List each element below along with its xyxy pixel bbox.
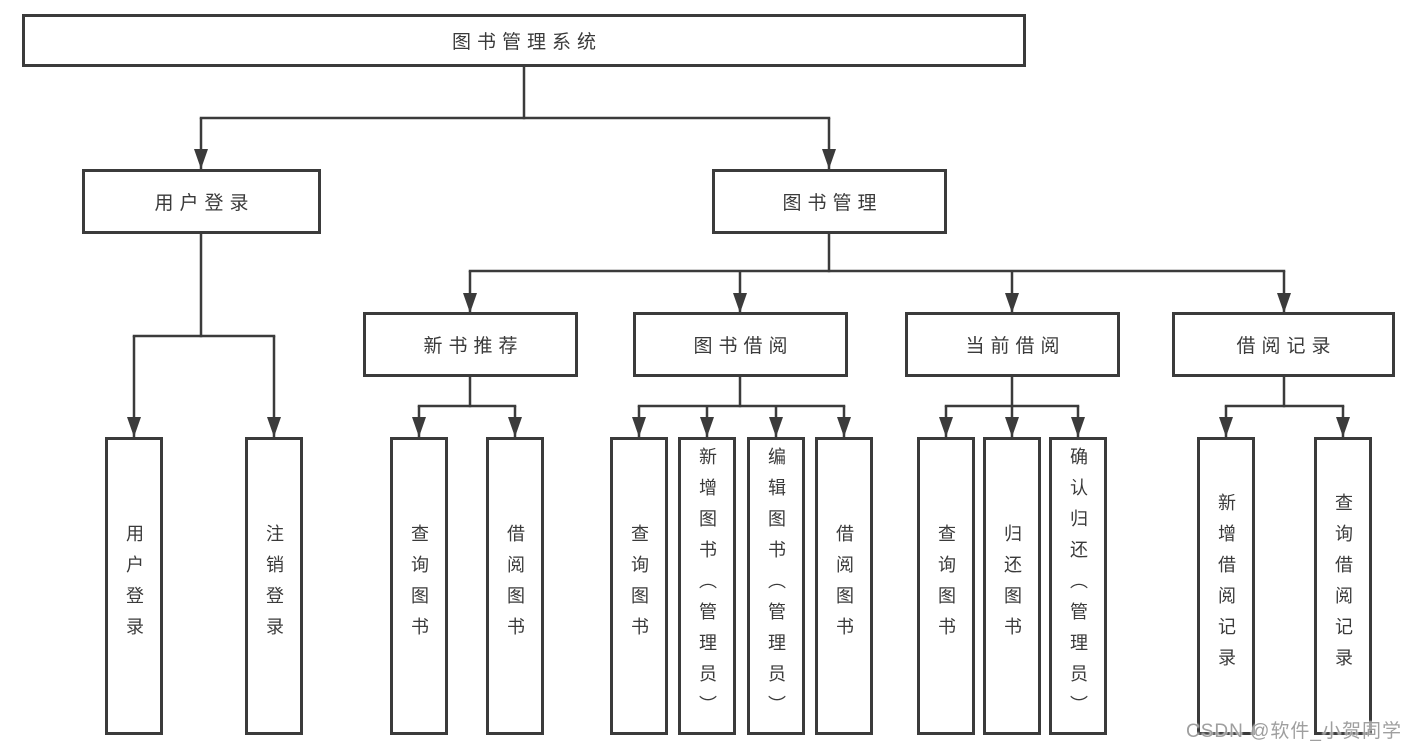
node-book-borrow: 图书借阅 xyxy=(633,312,848,377)
leaf-recommend-query-book: 查询图书 xyxy=(390,437,448,735)
leaf-record-query-record: 查询借阅记录 xyxy=(1314,437,1372,735)
leaf-current-query-book: 查询图书 xyxy=(917,437,975,735)
leaf-record-add-record: 新增借阅记录 xyxy=(1197,437,1255,735)
node-current-borrow: 当前借阅 xyxy=(905,312,1120,377)
leaf-current-confirm-return-admin: 确认归还（管理员） xyxy=(1049,437,1107,735)
node-borrow-record: 借阅记录 xyxy=(1172,312,1395,377)
leaf-borrow-add-book-admin: 新增图书（管理员） xyxy=(678,437,736,735)
node-new-book-recommend: 新书推荐 xyxy=(363,312,578,377)
leaf-current-return-book: 归还图书 xyxy=(983,437,1041,735)
leaf-borrow-query-book: 查询图书 xyxy=(610,437,668,735)
node-user-login: 用户登录 xyxy=(82,169,321,234)
leaf-borrow-borrow-book: 借阅图书 xyxy=(815,437,873,735)
leaf-logout: 注销登录 xyxy=(245,437,303,735)
leaf-borrow-edit-book-admin: 编辑图书（管理员） xyxy=(747,437,805,735)
node-book-management: 图书管理 xyxy=(712,169,947,234)
watermark: CSDN @软件_小贺同学 xyxy=(1186,721,1402,742)
leaf-user-login: 用户登录 xyxy=(105,437,163,735)
leaf-recommend-borrow-book: 借阅图书 xyxy=(486,437,544,735)
node-library-system: 图书管理系统 xyxy=(22,14,1026,67)
